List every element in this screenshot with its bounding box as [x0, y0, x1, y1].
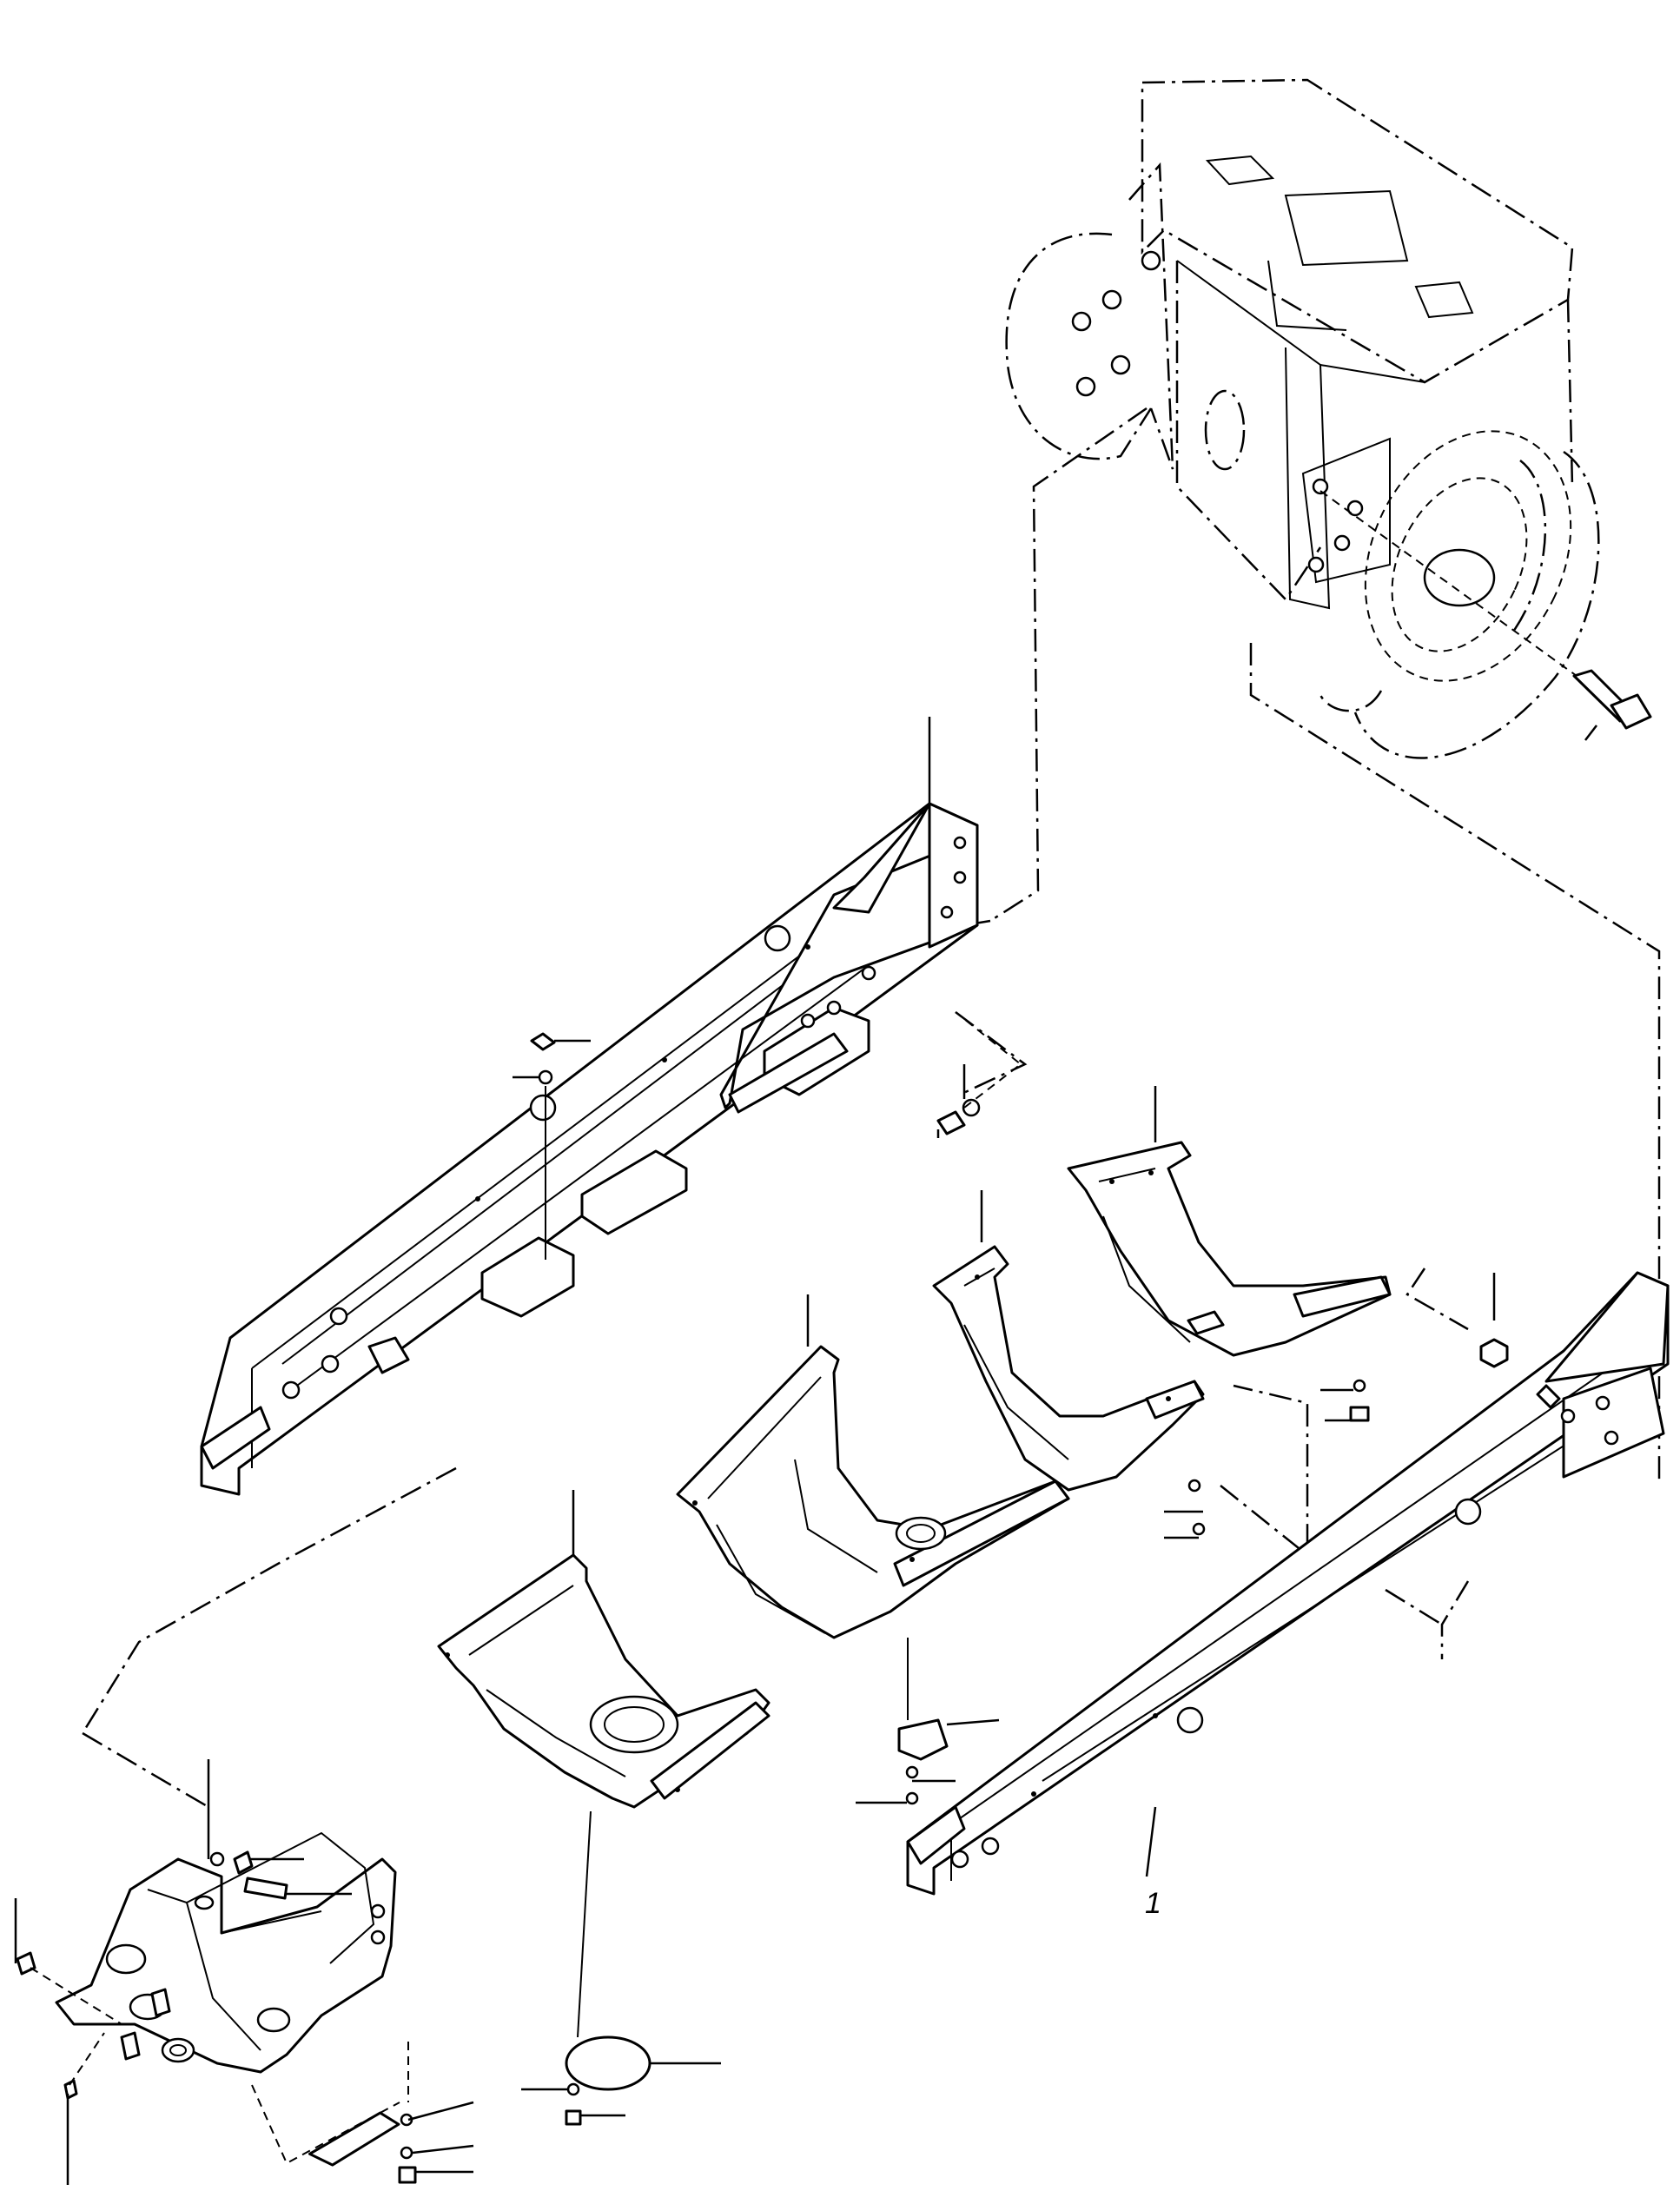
cross-member-1 — [437, 1490, 771, 1809]
left-rail-fasteners — [513, 1011, 1022, 1260]
housing-bolt — [1320, 490, 1652, 741]
callout-1: 1 — [1145, 1887, 1161, 1920]
cross-member-4 — [1067, 1086, 1392, 1357]
small-fasteners — [521, 1379, 1370, 2126]
tow-bracket-fasteners — [14, 1850, 352, 2185]
assembly-lines — [81, 407, 1661, 1809]
side-rail-right — [906, 1271, 1670, 1896]
bottom-cover-plate — [251, 2042, 474, 2184]
front-tow-bracket — [55, 1759, 397, 2074]
side-rail-left — [200, 717, 979, 1496]
cross-member-2 — [676, 1294, 1070, 1639]
transmission-housing-phantom — [1005, 78, 1600, 759]
cover-plate-small — [897, 1638, 1000, 1761]
cover-plate-round — [565, 1810, 721, 2091]
cross-member-3 — [932, 1190, 1205, 1492]
rail-nut — [1479, 1338, 1509, 1368]
